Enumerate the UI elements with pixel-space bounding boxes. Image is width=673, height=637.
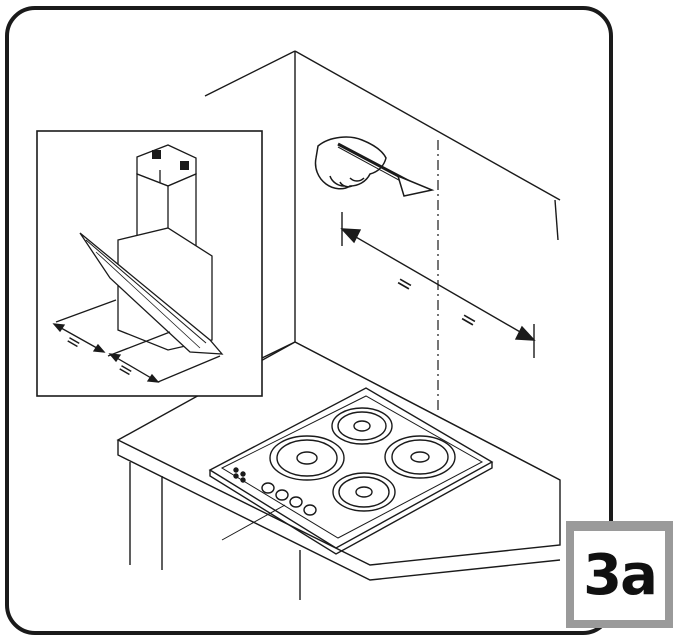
burner-left (269, 435, 345, 481)
hood-detail (55, 144, 224, 383)
indicator-dots (233, 467, 246, 483)
equal-mark-wall-right: = (456, 305, 483, 334)
wall-dimension (340, 212, 536, 358)
burner-back (331, 407, 393, 445)
step-badge: 3a (566, 521, 673, 628)
inset-dimension (52, 323, 160, 383)
equal-mark-wall-left: = (392, 269, 419, 298)
step-label: 3a (574, 531, 665, 620)
hand-pencil-icon (314, 136, 435, 197)
outer-frame (5, 6, 613, 635)
burner-front (332, 472, 396, 512)
burner-right (384, 435, 456, 479)
cooktop (208, 387, 494, 555)
control-knobs (261, 482, 317, 516)
